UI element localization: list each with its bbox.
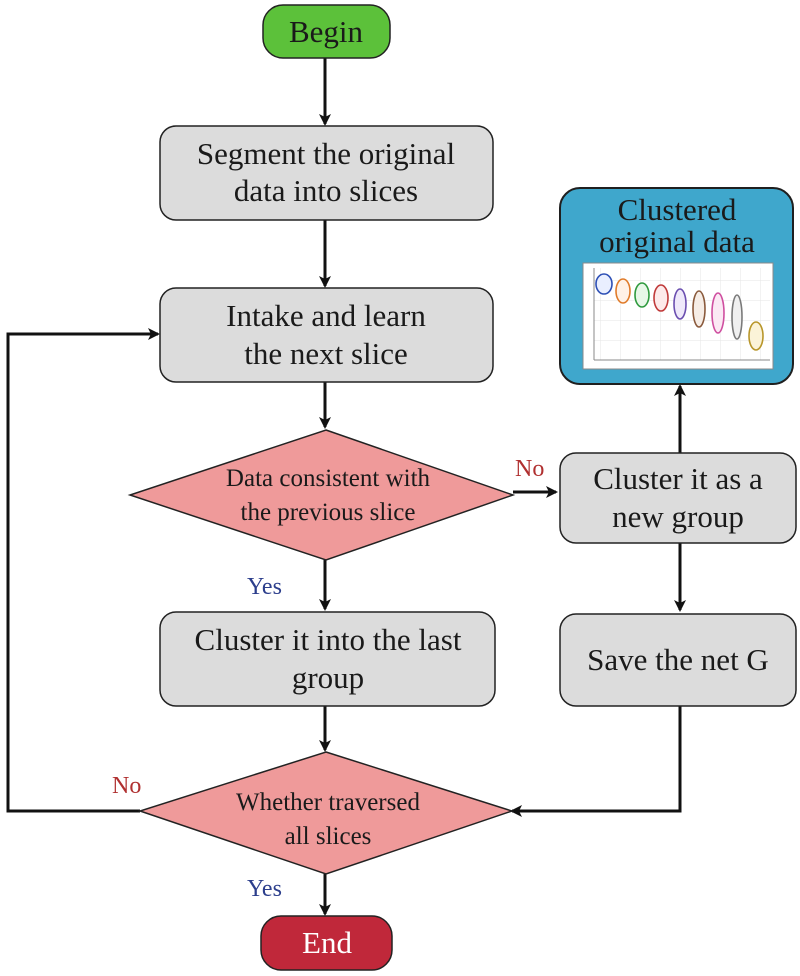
decision2-node: Whether traversed all slices — [137, 751, 515, 875]
cluster-new-node: Cluster it as a new group — [559, 452, 797, 544]
decision1-label-line1: Data consistent with — [226, 465, 431, 492]
intake-label-line2: the next slice — [244, 336, 408, 371]
end-node: End — [260, 915, 393, 971]
violin-shape — [692, 290, 706, 328]
begin-label: Begin — [289, 14, 364, 49]
violin-shape — [615, 278, 631, 304]
violin-shape — [595, 273, 613, 295]
cluster-new-label-line1: Cluster it as a — [593, 461, 763, 496]
cluster-last-label-line1: Cluster it into the last — [195, 622, 462, 657]
clustered-label-line1: Clustered — [618, 192, 737, 227]
decision1-node: Data consistent with the previous slice — [127, 429, 516, 561]
connectors — [6, 58, 686, 916]
cluster-last-label-line2: group — [292, 660, 364, 695]
save-node: Save the net G — [559, 613, 797, 707]
decision1-yes-label: Yes — [247, 574, 282, 600]
clustered-label-line2: original data — [599, 224, 755, 259]
decision1-label-line2: the previous slice — [241, 499, 416, 526]
edge-decision2-no-loop — [6, 328, 160, 813]
intake-node: Intake and learn the next slice — [159, 287, 494, 383]
violin-shape — [673, 288, 687, 320]
decision1-no-label: No — [515, 456, 544, 482]
violin-shape — [731, 294, 743, 340]
violin-shape — [748, 321, 764, 351]
violin-shape — [711, 292, 725, 334]
segment-label-line1: Segment the original — [197, 136, 455, 171]
clustered-node: Clustered original data — [559, 187, 794, 385]
decision2-label-line1: Whether traversed — [236, 789, 420, 816]
violin-shape — [634, 282, 650, 308]
intake-label-line1: Intake and learn — [226, 298, 426, 333]
end-label: End — [302, 925, 352, 960]
edge-save-decision2 — [510, 706, 682, 817]
cluster-last-node: Cluster it into the last group — [159, 611, 496, 707]
decision2-yes-label: Yes — [247, 876, 282, 902]
decision2-label-line2: all slices — [285, 823, 372, 850]
violin-shape — [653, 284, 669, 312]
begin-node: Begin — [262, 4, 391, 59]
save-label: Save the net G — [587, 642, 769, 677]
segment-node: Segment the original data into slices — [159, 125, 494, 221]
decision2-no-label: No — [112, 773, 141, 799]
segment-label-line2: data into slices — [234, 173, 418, 208]
violin-plot-thumbnail — [582, 262, 774, 370]
cluster-new-label-line2: new group — [612, 499, 744, 534]
